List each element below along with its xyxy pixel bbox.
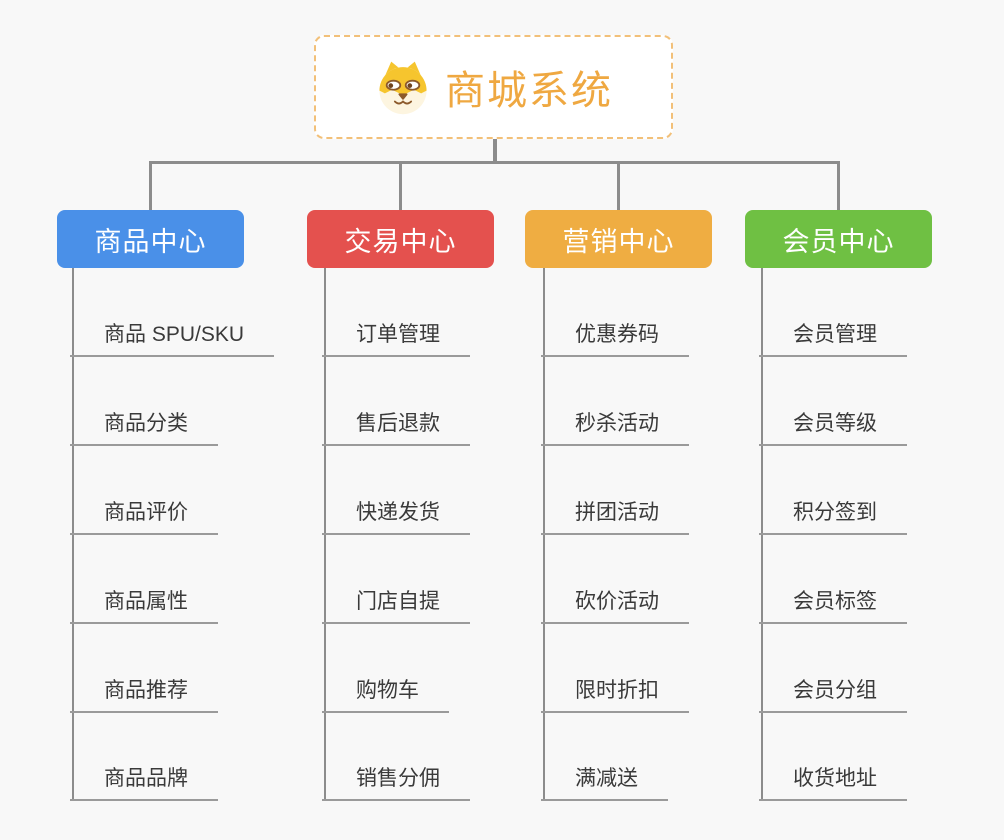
shiba-dog-icon [379, 61, 427, 115]
leaf-node[interactable]: 商品分类 [70, 410, 218, 446]
leaf-node[interactable]: 商品评价 [70, 499, 218, 535]
leaf-node[interactable]: 商品品牌 [70, 765, 218, 801]
connector-horizontal-bar [149, 161, 840, 164]
leaf-node[interactable]: 会员管理 [759, 321, 907, 357]
leaf-node[interactable]: 商品推荐 [70, 677, 218, 713]
leaf-node[interactable]: 快递发货 [322, 499, 470, 535]
branch-node-4[interactable]: 会员中心 [745, 210, 932, 268]
root-title: 商城系统 [445, 69, 613, 113]
leaf-node[interactable]: 满减送 [541, 765, 668, 801]
connector-root-stem [493, 139, 497, 164]
connector-drop [399, 161, 402, 210]
leaf-node[interactable]: 收货地址 [759, 765, 907, 801]
leaf-node[interactable]: 售后退款 [322, 410, 470, 446]
leaf-node[interactable]: 优惠券码 [541, 321, 689, 357]
branch-node-1[interactable]: 商品中心 [57, 210, 244, 268]
connector-drop [617, 161, 620, 210]
leaf-node[interactable]: 销售分佣 [322, 765, 470, 801]
leaf-node[interactable]: 会员分组 [759, 677, 907, 713]
leaf-node[interactable]: 会员等级 [759, 410, 907, 446]
leaf-node[interactable]: 拼团活动 [541, 499, 689, 535]
leaf-node[interactable]: 秒杀活动 [541, 410, 689, 446]
branch-node-3[interactable]: 营销中心 [525, 210, 712, 268]
leaf-node[interactable]: 购物车 [322, 677, 449, 713]
leaf-node[interactable]: 会员标签 [759, 588, 907, 624]
leaf-node[interactable]: 商品 SPU/SKU [70, 321, 275, 357]
leaf-node[interactable]: 限时折扣 [541, 677, 689, 713]
leaf-node[interactable]: 订单管理 [322, 321, 470, 357]
leaf-node[interactable]: 砍价活动 [541, 588, 689, 624]
leaf-node[interactable]: 门店自提 [322, 588, 470, 624]
connector-drop [149, 161, 152, 210]
leaf-node[interactable]: 商品属性 [70, 588, 218, 624]
root-node[interactable]: 商城系统 [314, 35, 673, 139]
leaf-node[interactable]: 积分签到 [759, 499, 907, 535]
connector-drop [837, 161, 840, 210]
branch-node-2[interactable]: 交易中心 [307, 210, 494, 268]
